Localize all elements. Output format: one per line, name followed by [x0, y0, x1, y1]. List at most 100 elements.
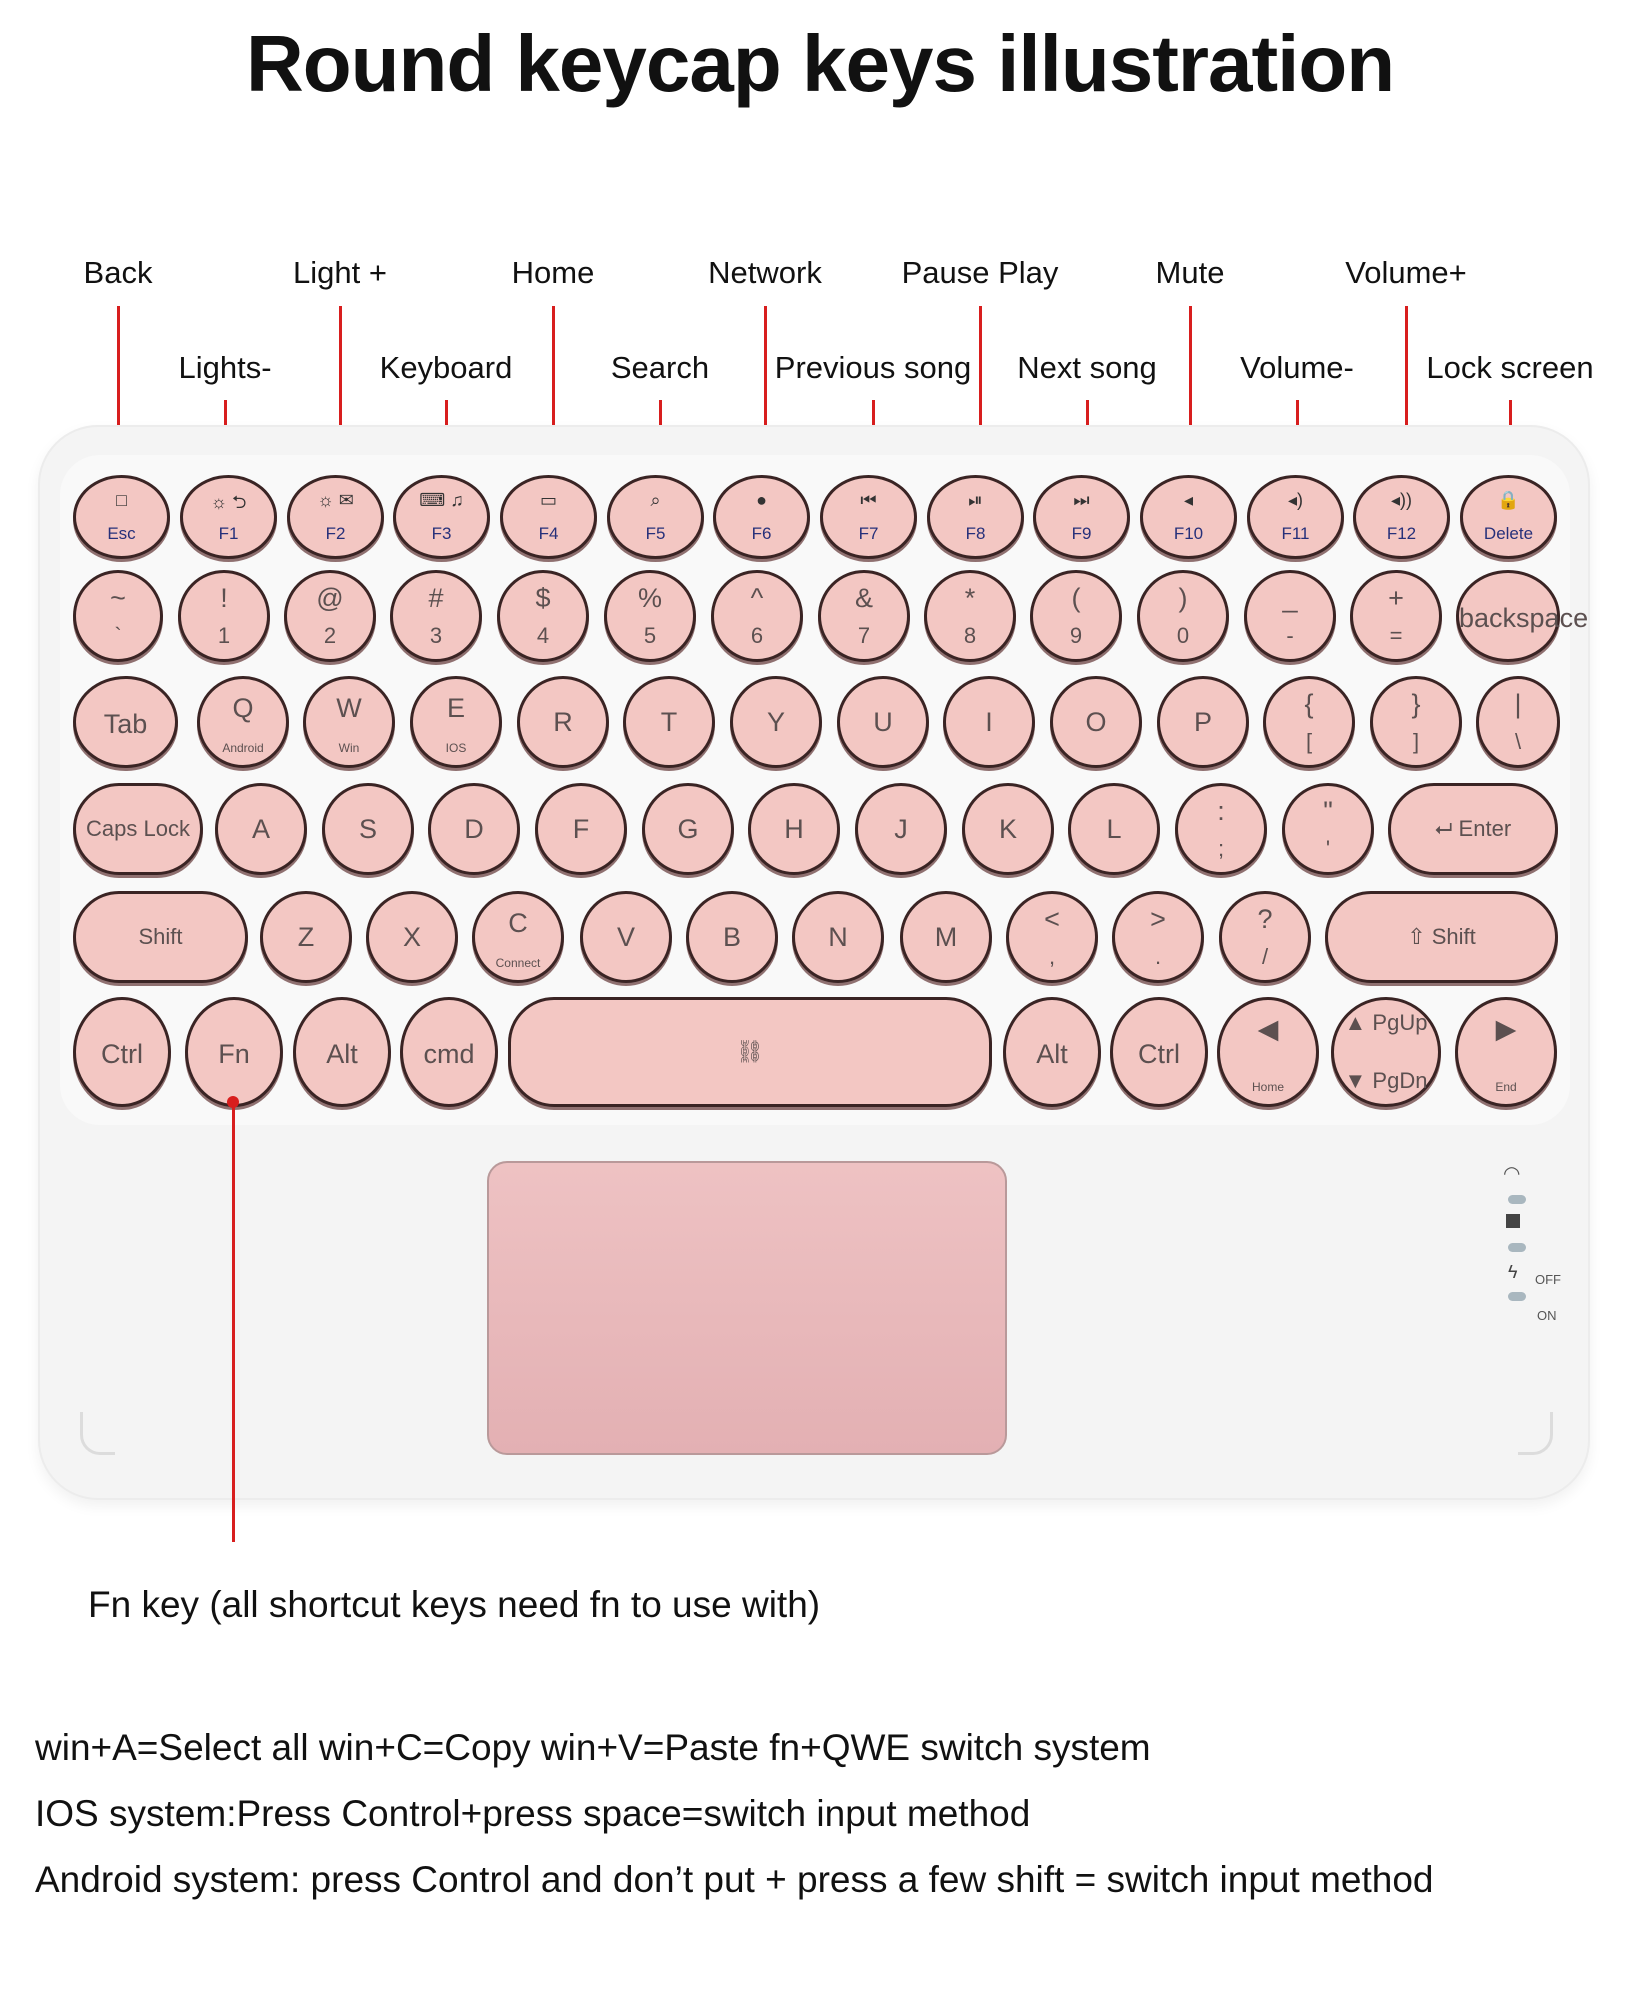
key-r3-9[interactable]: L: [1068, 783, 1160, 875]
key-r2-0[interactable]: Tab: [73, 676, 178, 768]
key-r5-9[interactable]: ▶End: [1455, 997, 1557, 1107]
key-r3-8[interactable]: K: [962, 783, 1054, 875]
key-r1-11[interactable]: _-: [1244, 570, 1336, 662]
key-r4-7[interactable]: M: [900, 891, 992, 983]
key-r0-5-label: F5: [645, 524, 666, 543]
key-r2-11-top: {: [1304, 689, 1314, 719]
key-r3-10[interactable]: :;: [1175, 783, 1267, 875]
key-r0-10[interactable]: ◂F10: [1140, 475, 1237, 559]
key-r5-7-top: ◀: [1257, 1014, 1279, 1044]
key-r3-4-top: F: [572, 814, 590, 844]
touchpad[interactable]: [487, 1161, 1007, 1455]
key-r3-2[interactable]: S: [322, 783, 414, 875]
key-r0-6[interactable]: ●F6: [713, 475, 810, 559]
key-r5-2-label: Alt: [326, 1039, 358, 1069]
key-r0-10-label: F10: [1173, 524, 1204, 543]
key-r4-10[interactable]: ?/: [1219, 891, 1311, 983]
key-r1-13[interactable]: backspace: [1456, 570, 1588, 662]
key-r1-8[interactable]: *8: [924, 570, 1016, 662]
key-r4-9[interactable]: >.: [1112, 891, 1204, 983]
key-r1-6[interactable]: ^6: [711, 570, 803, 662]
key-r5-8[interactable]: ▲ PgUp▼ PgDn: [1331, 997, 1441, 1107]
key-r1-5[interactable]: %5: [604, 570, 696, 662]
key-r0-4[interactable]: ▭F4: [500, 475, 597, 559]
key-r2-4[interactable]: R: [517, 676, 609, 768]
key-r0-9[interactable]: ⏭F9: [1033, 475, 1130, 559]
callout-label-11: Volume-: [1240, 350, 1354, 385]
key-r2-10[interactable]: P: [1157, 676, 1249, 768]
key-r4-5-top: B: [722, 922, 741, 952]
key-r0-12[interactable]: ◂))F12: [1353, 475, 1450, 559]
key-r2-9[interactable]: O: [1050, 676, 1142, 768]
key-r1-12[interactable]: +=: [1350, 570, 1442, 662]
key-r2-6[interactable]: Y: [730, 676, 822, 768]
callout-label-0: Back: [83, 255, 153, 290]
key-r0-11[interactable]: ◂)F11: [1247, 475, 1344, 559]
key-r0-4-label: F4: [538, 524, 559, 543]
key-r1-2[interactable]: @2: [284, 570, 376, 662]
key-r2-10-top: P: [1193, 707, 1212, 737]
key-r4-11[interactable]: ⇧ Shift: [1325, 891, 1558, 983]
key-r4-4[interactable]: V: [580, 891, 672, 983]
key-r1-1[interactable]: !1: [178, 570, 270, 662]
key-r2-2-sub: Win: [338, 741, 360, 755]
diagram-title: Round keycap keys illustration: [245, 19, 1395, 108]
key-r4-11-label: ⇧ Shift: [1407, 924, 1476, 949]
key-r1-9[interactable]: (9: [1030, 570, 1122, 662]
key-r0-7[interactable]: ⏮F7: [820, 475, 917, 559]
key-r0-5[interactable]: ⌕F5: [607, 475, 704, 559]
key-r5-0[interactable]: Ctrl: [73, 997, 171, 1107]
key-r5-6[interactable]: Ctrl: [1110, 997, 1208, 1107]
key-r3-7[interactable]: J: [855, 783, 947, 875]
key-r5-3[interactable]: cmd: [400, 997, 498, 1107]
key-r3-1[interactable]: A: [215, 783, 307, 875]
key-r0-13[interactable]: 🔒Delete: [1460, 475, 1557, 559]
key-r1-4-top: $: [535, 583, 551, 613]
key-r4-8[interactable]: <,: [1006, 891, 1098, 983]
key-r2-11[interactable]: {[: [1263, 676, 1355, 768]
key-r1-10[interactable]: )0: [1137, 570, 1229, 662]
callout-label-7: Previous song: [774, 350, 972, 385]
key-r3-5-top: G: [677, 814, 699, 844]
key-r5-7[interactable]: ◀Home: [1217, 997, 1319, 1107]
key-r2-12-bottom: ]: [1412, 729, 1420, 754]
key-r4-5[interactable]: B: [686, 891, 778, 983]
key-r0-2[interactable]: ☼ ✉F2: [287, 475, 384, 559]
key-r1-0[interactable]: ~`: [73, 570, 163, 662]
key-r3-3[interactable]: D: [428, 783, 520, 875]
key-r2-7[interactable]: U: [837, 676, 929, 768]
key-r3-11-bottom: ': [1325, 836, 1331, 861]
key-r2-8[interactable]: I: [943, 676, 1035, 768]
key-r2-5[interactable]: T: [623, 676, 715, 768]
key-r4-1[interactable]: Z: [260, 891, 352, 983]
key-r4-2[interactable]: X: [366, 891, 458, 983]
key-r0-8[interactable]: ⏯F8: [927, 475, 1024, 559]
key-r3-4[interactable]: F: [535, 783, 627, 875]
key-r3-5[interactable]: G: [642, 783, 734, 875]
key-r2-13[interactable]: |\: [1476, 676, 1560, 768]
key-r2-11-bottom: [: [1305, 729, 1313, 754]
key-r1-4[interactable]: $4: [497, 570, 589, 662]
key-r3-6[interactable]: H: [748, 783, 840, 875]
key-r1-7[interactable]: &7: [818, 570, 910, 662]
key-r0-3[interactable]: ⌨ ♫F3: [393, 475, 490, 559]
shortcut-note-1: win+A=Select all win+C=Copy win+V=Paste …: [35, 1727, 1151, 1768]
key-r5-4[interactable]: ⛓: [508, 997, 992, 1107]
key-r5-5[interactable]: Alt: [1003, 997, 1101, 1107]
key-r4-0[interactable]: Shift: [73, 891, 248, 983]
key-r4-6[interactable]: N: [792, 891, 884, 983]
key-r3-0[interactable]: Caps Lock: [73, 783, 203, 875]
key-r5-2[interactable]: Alt: [293, 997, 391, 1107]
key-r2-12[interactable]: }]: [1370, 676, 1462, 768]
key-r5-1[interactable]: Fn: [185, 997, 283, 1107]
callout-label-9: Next song: [1017, 350, 1157, 385]
key-r1-3[interactable]: #3: [390, 570, 482, 662]
key-r0-0[interactable]: □Esc: [73, 475, 170, 559]
key-r3-11[interactable]: "': [1282, 783, 1374, 875]
key-r3-12[interactable]: ⮠ Enter: [1388, 783, 1558, 875]
key-r0-1[interactable]: ☼ ⮌F1: [180, 475, 277, 559]
